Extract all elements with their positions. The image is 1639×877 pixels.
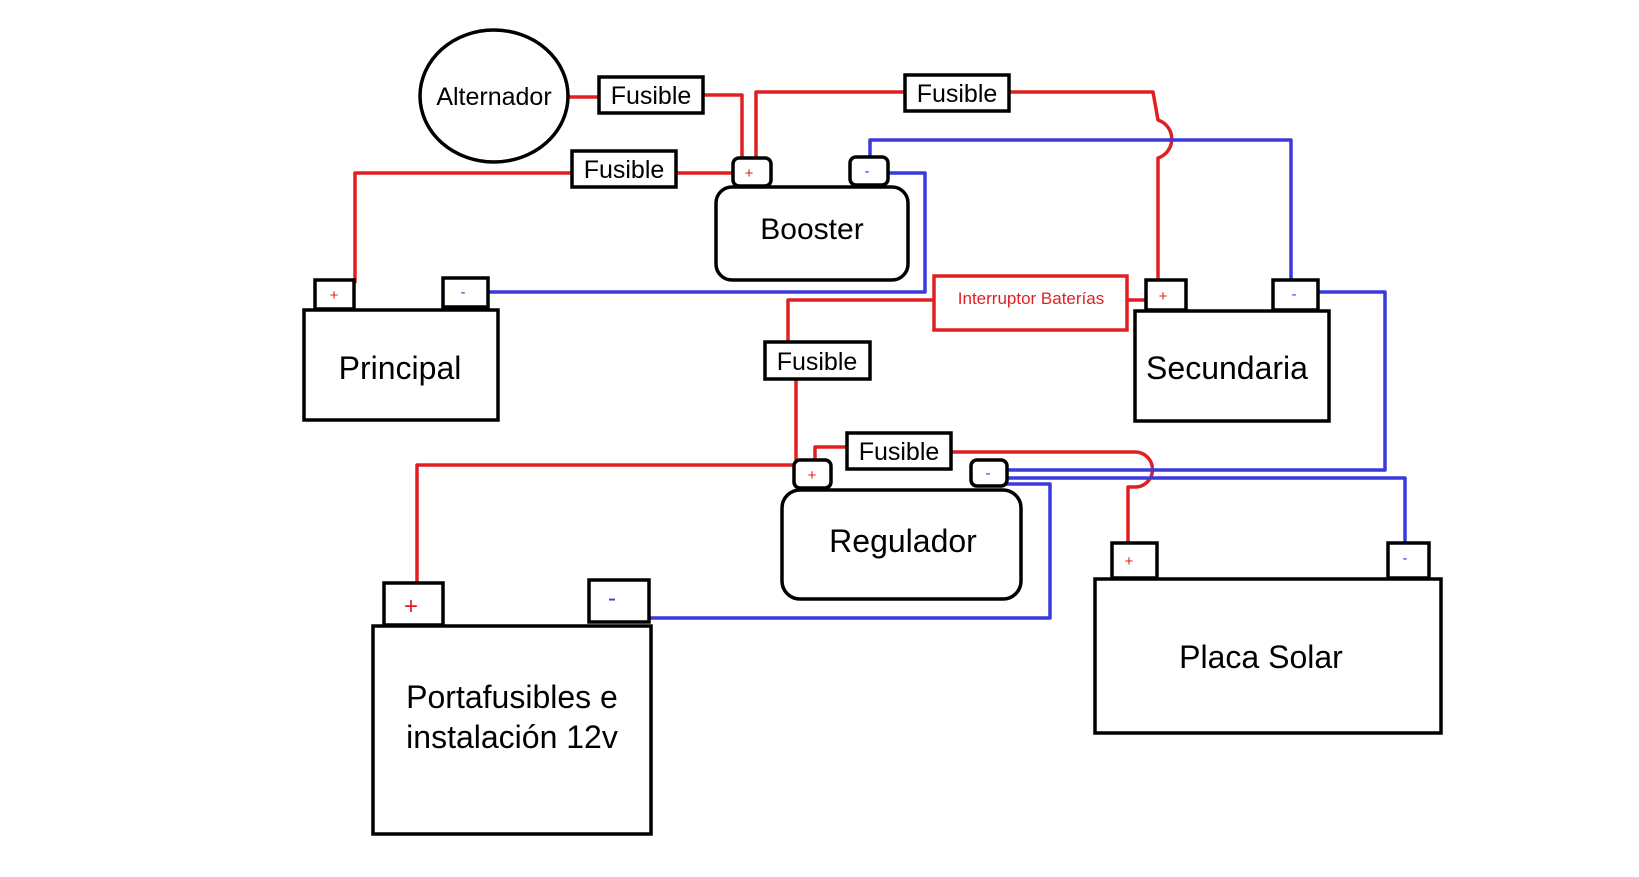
fuse-regulator-input: Fusible xyxy=(763,340,872,381)
wire-regulator-plus-to-portafusibles-plus xyxy=(415,463,798,586)
fuse-solar-box xyxy=(845,431,953,471)
negative-wires xyxy=(486,138,1407,620)
fuse-regulator-input-label: Fusible xyxy=(777,348,858,376)
principal-body xyxy=(302,308,500,422)
wire-switch-to-fuse xyxy=(786,298,936,347)
wire-regulator-minus-to-solar-minus xyxy=(1003,476,1407,545)
portafusibles-label-line2: instalación 12v xyxy=(406,719,618,755)
secundaria-minus-sign: - xyxy=(1292,286,1297,303)
portafusibles-body xyxy=(371,624,653,836)
booster-body xyxy=(714,185,910,282)
wire-booster-plus-to-fuse xyxy=(754,90,907,162)
regulador-plus-sign: + xyxy=(808,467,817,484)
principal-label: Principal xyxy=(339,350,462,386)
fuse-solar-label: Fusible xyxy=(859,438,940,466)
placa-solar-body xyxy=(1093,577,1443,735)
alternador: Alternador xyxy=(418,28,570,164)
alternador-circle xyxy=(418,28,570,164)
principal-plus-terminal xyxy=(313,278,356,311)
wire-fuse-to-booster-plus xyxy=(702,93,744,162)
booster-label: Booster xyxy=(760,213,863,246)
fuse-booster-output-box xyxy=(903,73,1011,113)
battery-principal: Principal + - xyxy=(302,276,500,422)
placa-solar: Placa Solar + - xyxy=(1093,541,1443,735)
placa-solar-plus-sign: + xyxy=(1125,553,1134,570)
fuse-principal-label: Fusible xyxy=(584,156,665,184)
booster-plus-terminal xyxy=(731,156,773,188)
positive-wires xyxy=(353,90,1174,586)
fuse-booster-output: Fusible xyxy=(903,73,1011,113)
placa-solar-minus-terminal xyxy=(1386,541,1431,580)
regulador-minus-sign: - xyxy=(986,465,991,482)
portafusibles: Portafusibles e instalación 12v + - xyxy=(371,578,653,836)
booster: Booster + - xyxy=(714,155,910,282)
regulador-body xyxy=(780,488,1023,601)
principal-minus-terminal xyxy=(441,276,490,309)
wire-secundaria-minus-to-regulator-minus xyxy=(1003,290,1387,472)
principal-minus-sign: - xyxy=(461,284,466,301)
secundaria-plus-terminal xyxy=(1144,278,1188,312)
secundaria-body xyxy=(1133,309,1331,423)
wire-booster-minus-to-principal-minus xyxy=(486,171,927,294)
secundaria-label: Secundaria xyxy=(1146,350,1308,386)
portafusibles-plus-sign: + xyxy=(404,593,418,620)
secundaria-plus-sign: + xyxy=(1159,288,1168,305)
booster-plus-sign: + xyxy=(745,165,754,182)
placa-solar-label: Placa Solar xyxy=(1179,639,1343,675)
alternador-label: Alternador xyxy=(436,83,551,111)
principal-plus-sign: + xyxy=(330,287,339,304)
portafusibles-label-line1: Portafusibles e xyxy=(406,679,618,715)
wire-principal-plus-to-fuse xyxy=(353,171,575,284)
fuse-principal-box xyxy=(570,149,678,189)
regulador-plus-terminal xyxy=(792,458,833,490)
battery-switch-box xyxy=(932,274,1129,332)
fuse-alternator: Fusible xyxy=(597,75,705,115)
battery-secundaria: Secundaria + - xyxy=(1133,278,1331,423)
regulador: Regulador + - xyxy=(780,458,1023,601)
wire-fuse-to-secundaria-plus xyxy=(1008,90,1174,284)
regulador-label: Regulador xyxy=(829,523,977,559)
portafusibles-plus-terminal xyxy=(382,581,445,627)
fuse-booster-output-label: Fusible xyxy=(917,80,998,108)
placa-solar-plus-terminal xyxy=(1110,541,1159,580)
fuse-solar: Fusible xyxy=(845,431,953,471)
wire-booster-minus-to-secundaria-minus xyxy=(868,138,1293,282)
placa-solar-minus-sign: - xyxy=(1403,550,1408,567)
wire-regulator-minus-to-portafusibles-minus xyxy=(648,482,1052,620)
portafusibles-minus-sign: - xyxy=(608,585,616,612)
booster-minus-terminal xyxy=(848,155,890,187)
regulador-minus-terminal xyxy=(969,458,1009,488)
fuse-principal: Fusible xyxy=(570,149,678,189)
fuse-alternator-box xyxy=(597,75,705,115)
booster-minus-sign: - xyxy=(865,163,870,180)
secundaria-minus-terminal xyxy=(1271,278,1320,312)
fuse-regulator-input-box xyxy=(763,340,872,381)
fuse-alternator-label: Fusible xyxy=(611,82,692,110)
battery-switch-label: Interruptor Baterías xyxy=(958,289,1104,308)
portafusibles-minus-terminal xyxy=(587,578,651,624)
wire-regulator-plus-to-solar-fuse xyxy=(813,445,850,462)
battery-switch: Interruptor Baterías xyxy=(932,274,1129,332)
